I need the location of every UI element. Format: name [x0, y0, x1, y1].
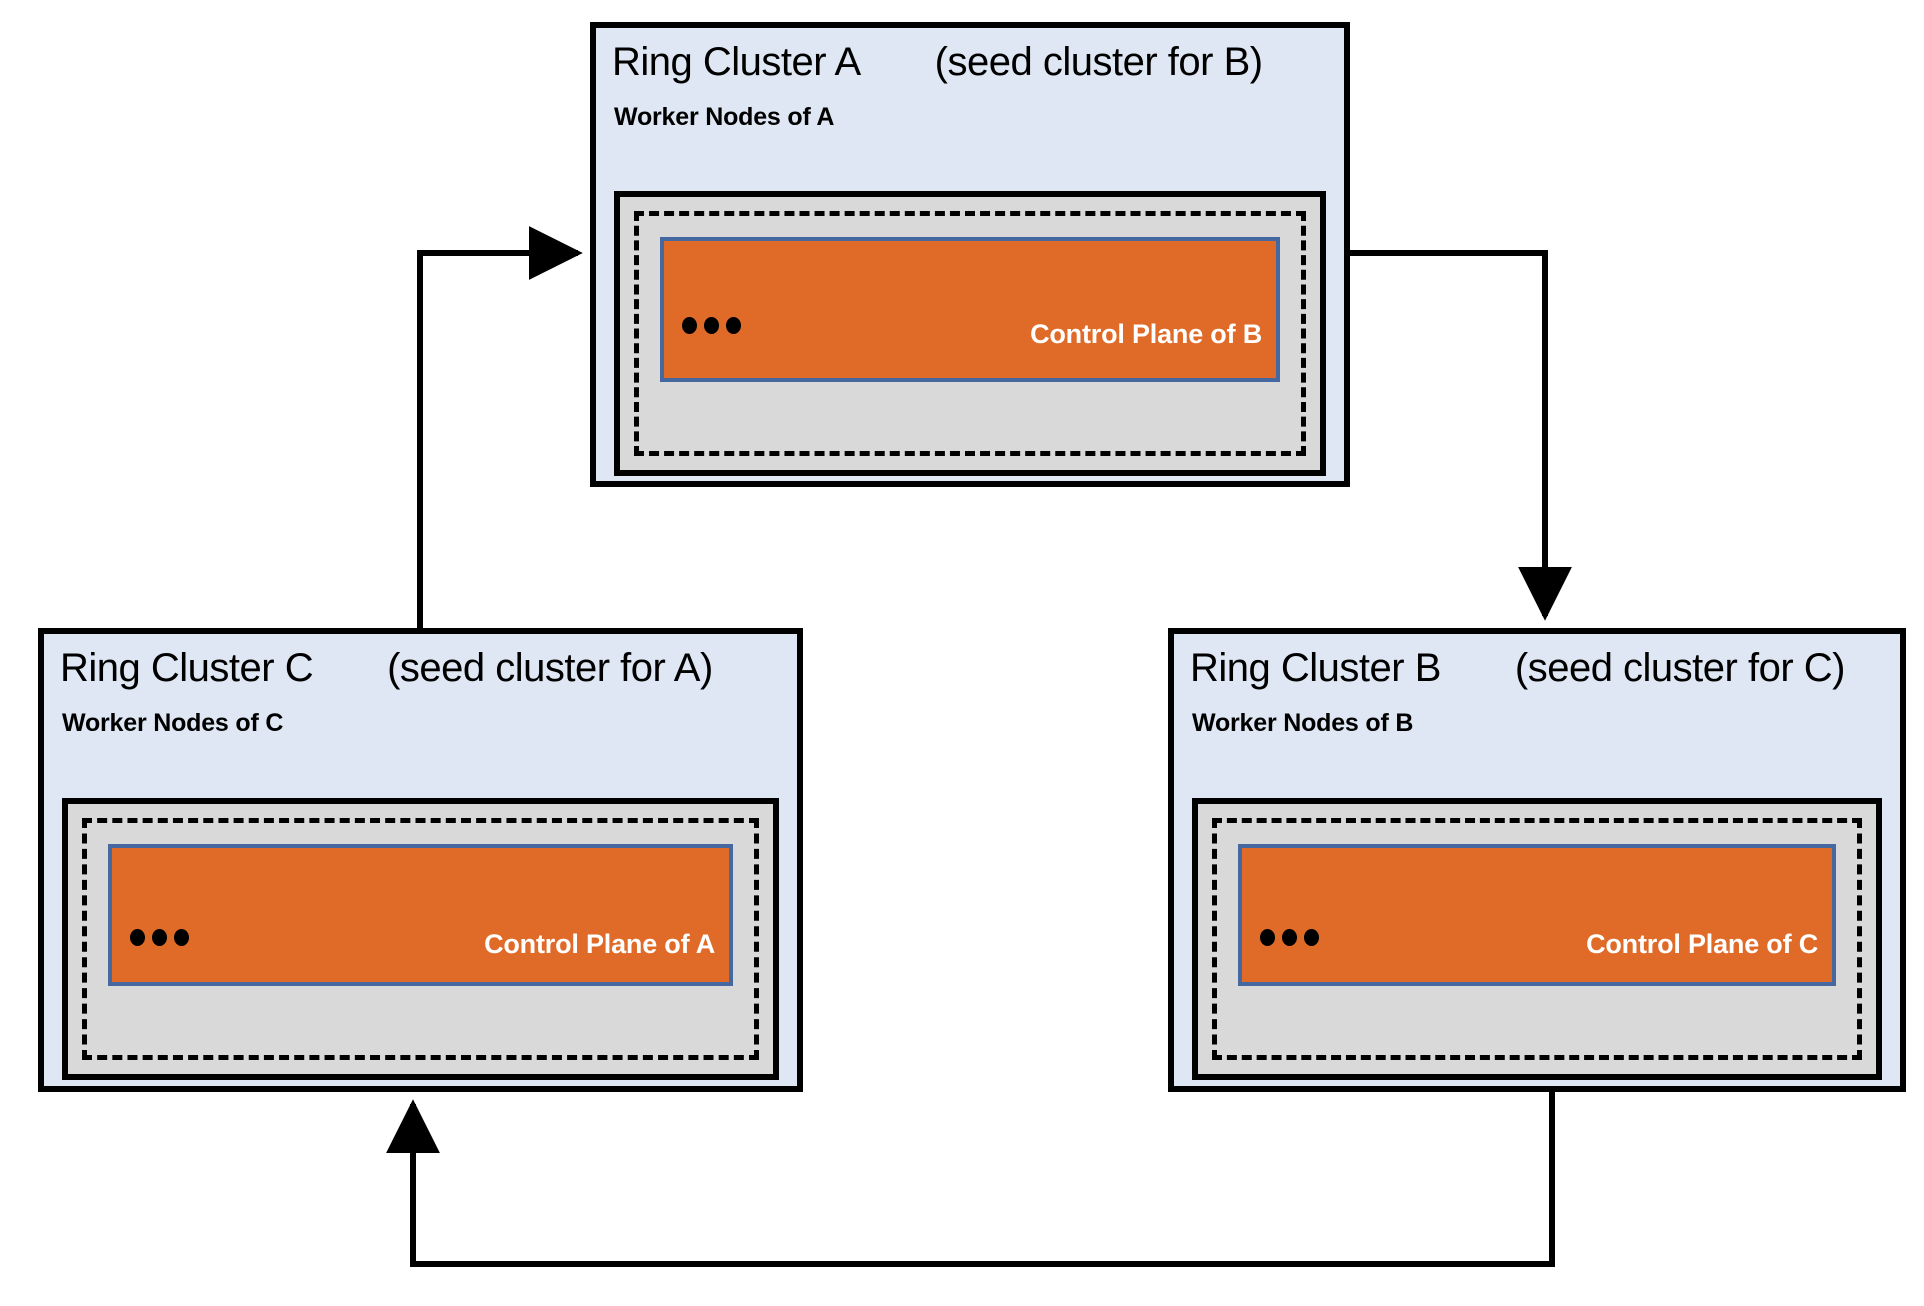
cluster-c-worker-nodes-box: Control Plane of A	[62, 798, 779, 1080]
cluster-c-ellipsis-icon	[130, 929, 189, 946]
cluster-a-dashed-boundary	[634, 211, 1306, 456]
arrow-cluster-b-to-cluster-c	[386, 1092, 1555, 1267]
cluster-c-name: Ring Cluster C	[60, 646, 314, 690]
cluster-a-worker-nodes-box: Control Plane of B	[614, 191, 1326, 476]
cluster-c-title: Ring Cluster C (seed cluster for A)	[44, 634, 797, 692]
arrow-cluster-c-to-cluster-a	[417, 226, 583, 628]
cluster-box-c[interactable]: Ring Cluster C (seed cluster for A) Work…	[38, 628, 803, 1092]
cluster-b-dashed-boundary	[1212, 818, 1862, 1060]
cluster-a-control-plane-box[interactable]: Control Plane of B	[660, 237, 1280, 382]
cluster-b-seed-label: (seed cluster for C)	[1514, 646, 1846, 690]
cluster-c-control-plane-label: Control Plane of A	[484, 929, 715, 959]
cluster-a-worker-nodes-label: Worker Nodes of A	[614, 103, 835, 131]
cluster-b-worker-nodes-box: Control Plane of C	[1192, 798, 1882, 1080]
cluster-c-worker-nodes-label: Worker Nodes of C	[62, 709, 284, 737]
cluster-b-name: Ring Cluster B	[1190, 646, 1441, 690]
cluster-c-dashed-boundary	[82, 818, 759, 1060]
cluster-box-b[interactable]: Ring Cluster B (seed cluster for C) Work…	[1168, 628, 1906, 1092]
cluster-c-seed-label: (seed cluster for A)	[387, 646, 713, 690]
cluster-b-title: Ring Cluster B (seed cluster for C)	[1174, 634, 1900, 692]
cluster-b-ellipsis-icon	[1260, 929, 1319, 946]
cluster-a-seed-label: (seed cluster for B)	[934, 40, 1263, 84]
arrow-cluster-a-to-cluster-b	[1350, 250, 1572, 621]
cluster-box-a[interactable]: Ring Cluster A (seed cluster for B) Work…	[590, 22, 1350, 487]
cluster-b-control-plane-box[interactable]: Control Plane of C	[1238, 844, 1836, 986]
cluster-a-title: Ring Cluster A (seed cluster for B)	[596, 28, 1344, 86]
cluster-c-control-plane-box[interactable]: Control Plane of A	[108, 844, 733, 986]
cluster-a-control-plane-label: Control Plane of B	[1030, 319, 1262, 349]
cluster-b-worker-nodes-label: Worker Nodes of B	[1192, 709, 1414, 737]
cluster-a-name: Ring Cluster A	[612, 40, 861, 84]
cluster-b-control-plane-label: Control Plane of C	[1586, 929, 1818, 959]
cluster-a-ellipsis-icon	[682, 317, 741, 334]
